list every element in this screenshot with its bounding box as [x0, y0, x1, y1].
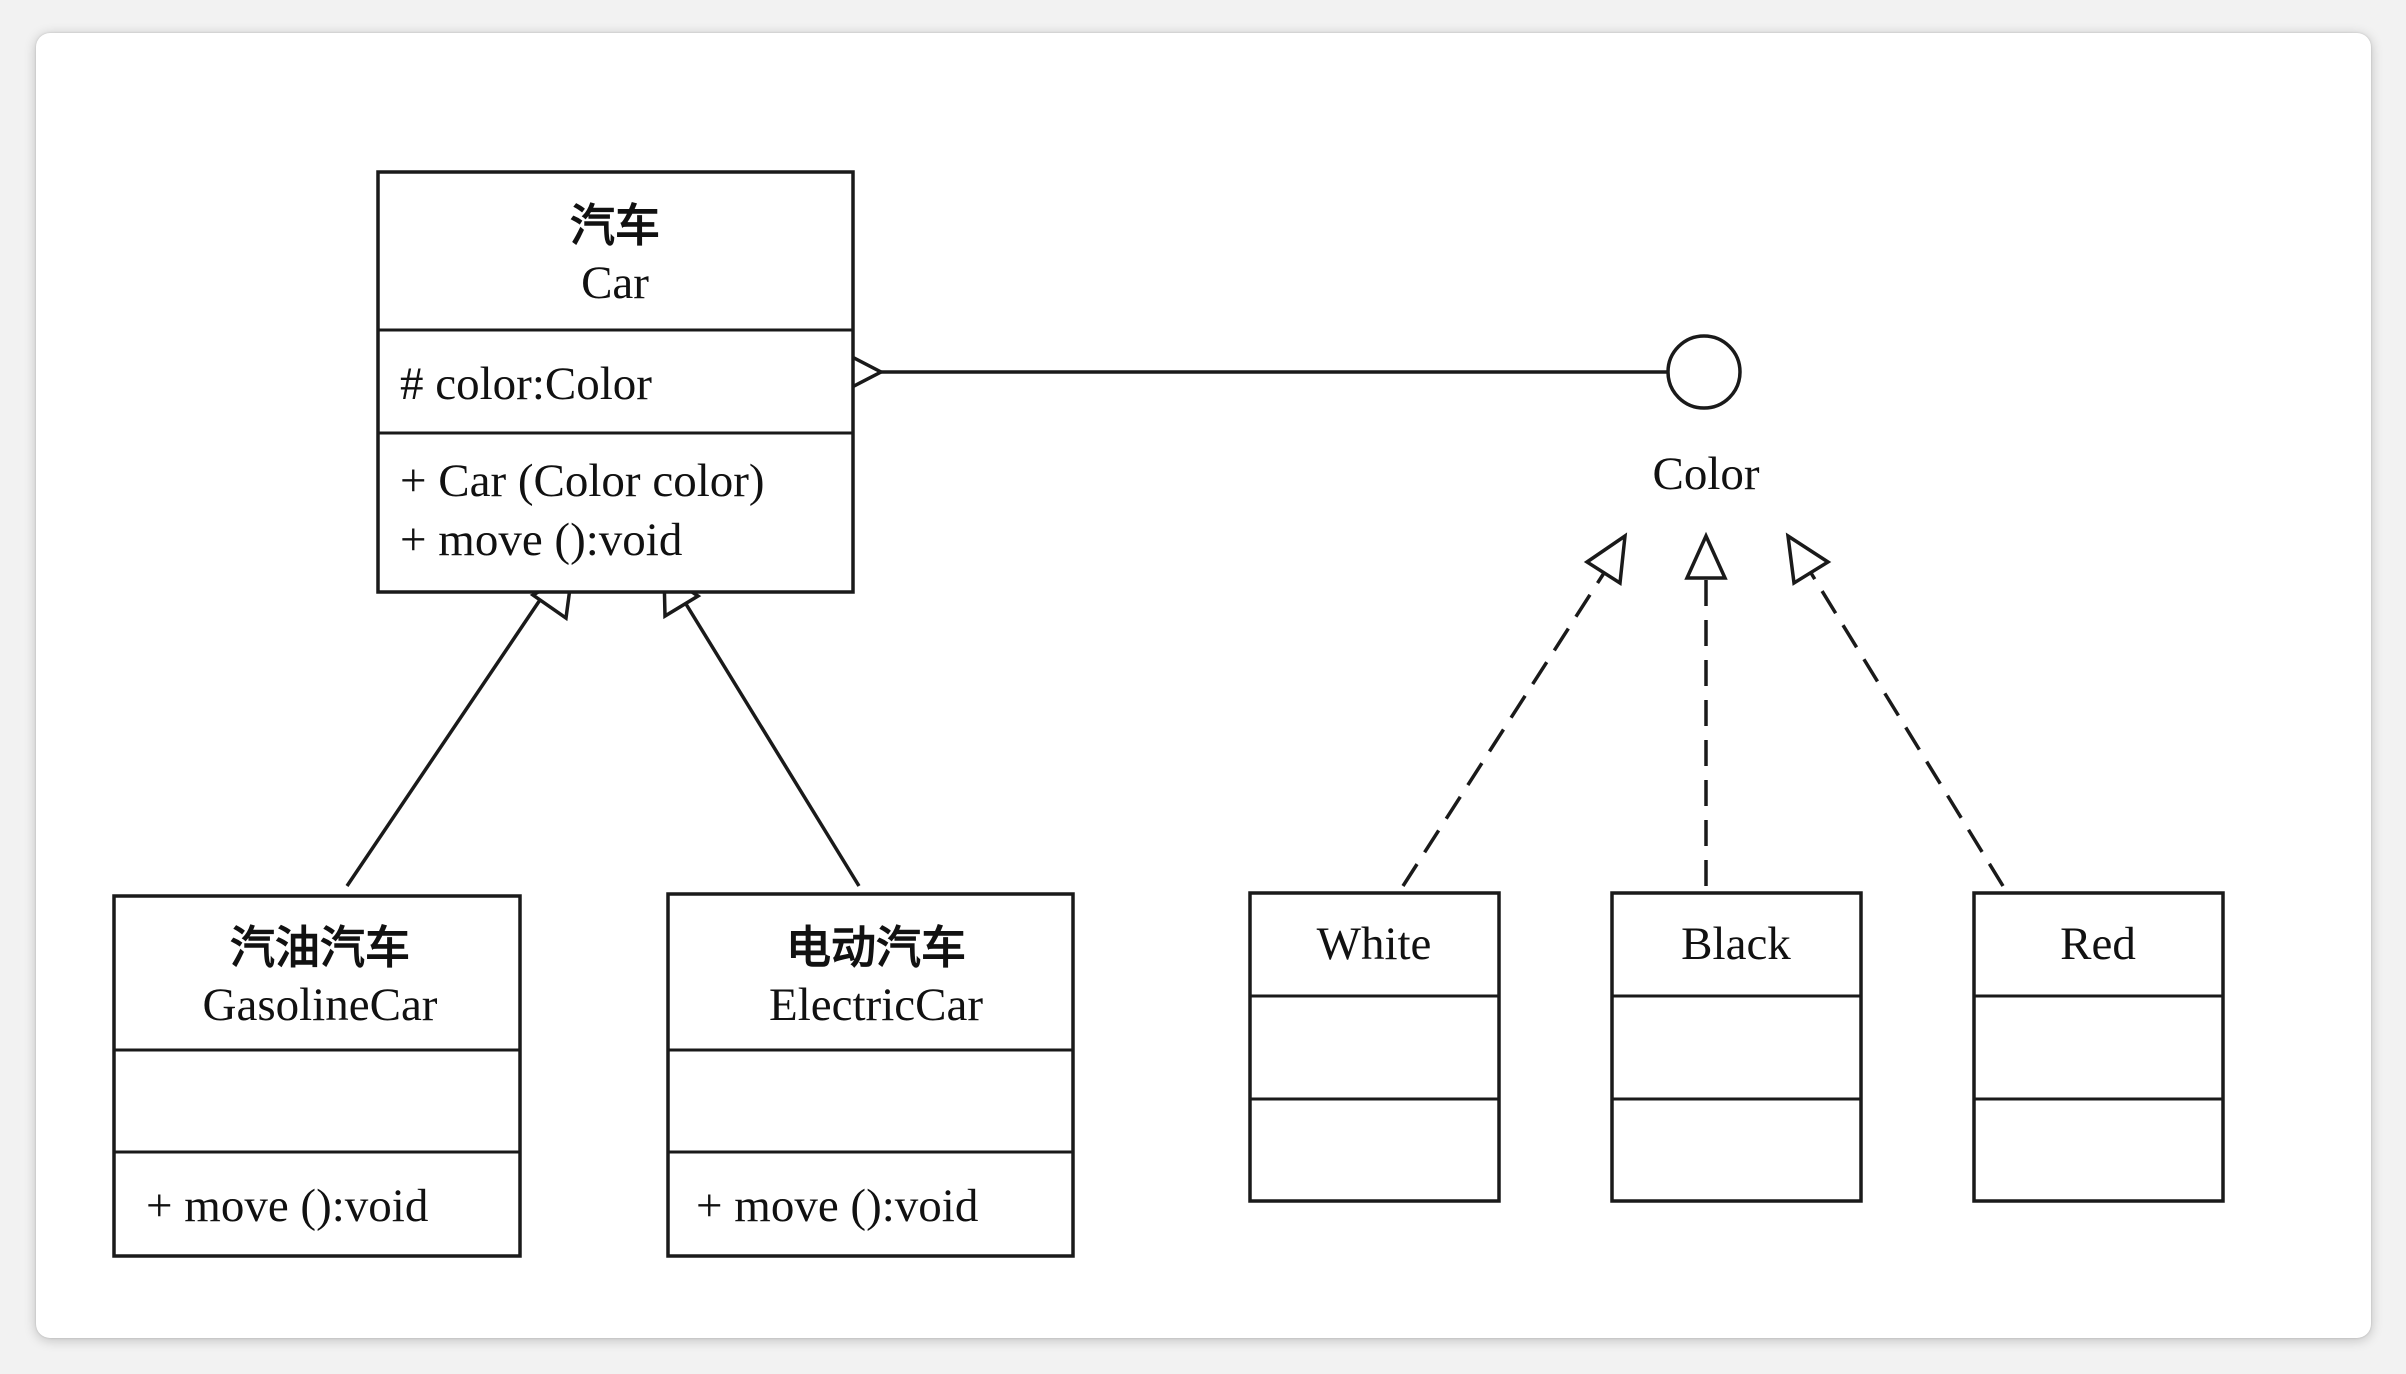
- class-gasolinecar-frame: [112, 894, 522, 1258]
- color-interface-circle: [1666, 334, 1742, 410]
- class-gasolinecar-name-en: GasolineCar: [203, 979, 438, 1031]
- class-car-method: + move ():void: [400, 514, 682, 566]
- inheritance-line-electriccar: [676, 590, 861, 887]
- class-black: Black: [1610, 891, 1863, 1203]
- inheritance-line-gasolinecar: [345, 590, 548, 887]
- uml-class-diagram: Color 汽车 Car # color:Color + Car (Color …: [112, 170, 2225, 1258]
- class-gasolinecar-method: + move ():void: [146, 1180, 428, 1232]
- realization-arrowhead-white: [1583, 532, 1628, 586]
- class-white-frame: [1248, 891, 1501, 1203]
- class-car: 汽车 Car # color:Color + Car (Color color)…: [376, 170, 855, 594]
- class-car-attribute: # color:Color: [400, 358, 652, 410]
- class-electriccar-name-en: ElectricCar: [769, 979, 983, 1031]
- class-red: Red: [1972, 891, 2225, 1203]
- realization-arrowhead-black: [1684, 531, 1728, 580]
- realization-line-red: [1809, 572, 2005, 887]
- class-car-name-en: Car: [581, 257, 649, 309]
- class-electriccar-frame: [666, 892, 1075, 1258]
- class-electriccar: 电动汽车 ElectricCar + move ():void: [666, 892, 1075, 1258]
- class-white: White: [1248, 891, 1501, 1203]
- class-electriccar-name-cn: 电动汽车: [786, 921, 966, 974]
- realization-line-white: [1401, 572, 1606, 887]
- class-red-name: Red: [2060, 918, 2136, 970]
- class-white-name: White: [1317, 918, 1432, 970]
- class-car-frame: [376, 170, 855, 594]
- class-black-frame: [1610, 891, 1863, 1203]
- class-electriccar-method: + move ():void: [696, 1180, 978, 1232]
- diagram-card: Color 汽车 Car # color:Color + Car (Color …: [36, 33, 2371, 1338]
- realization-arrowhead-red: [1785, 532, 1832, 586]
- color-interface-label: Color: [1652, 448, 1759, 500]
- class-red-frame: [1972, 891, 2225, 1203]
- class-gasolinecar: 汽油汽车 GasolineCar + move ():void: [112, 894, 522, 1258]
- class-black-name: Black: [1681, 918, 1791, 970]
- class-car-name-cn: 汽车: [570, 199, 660, 252]
- class-car-constructor: + Car (Color color): [400, 455, 765, 507]
- class-gasolinecar-name-cn: 汽油汽车: [230, 921, 410, 974]
